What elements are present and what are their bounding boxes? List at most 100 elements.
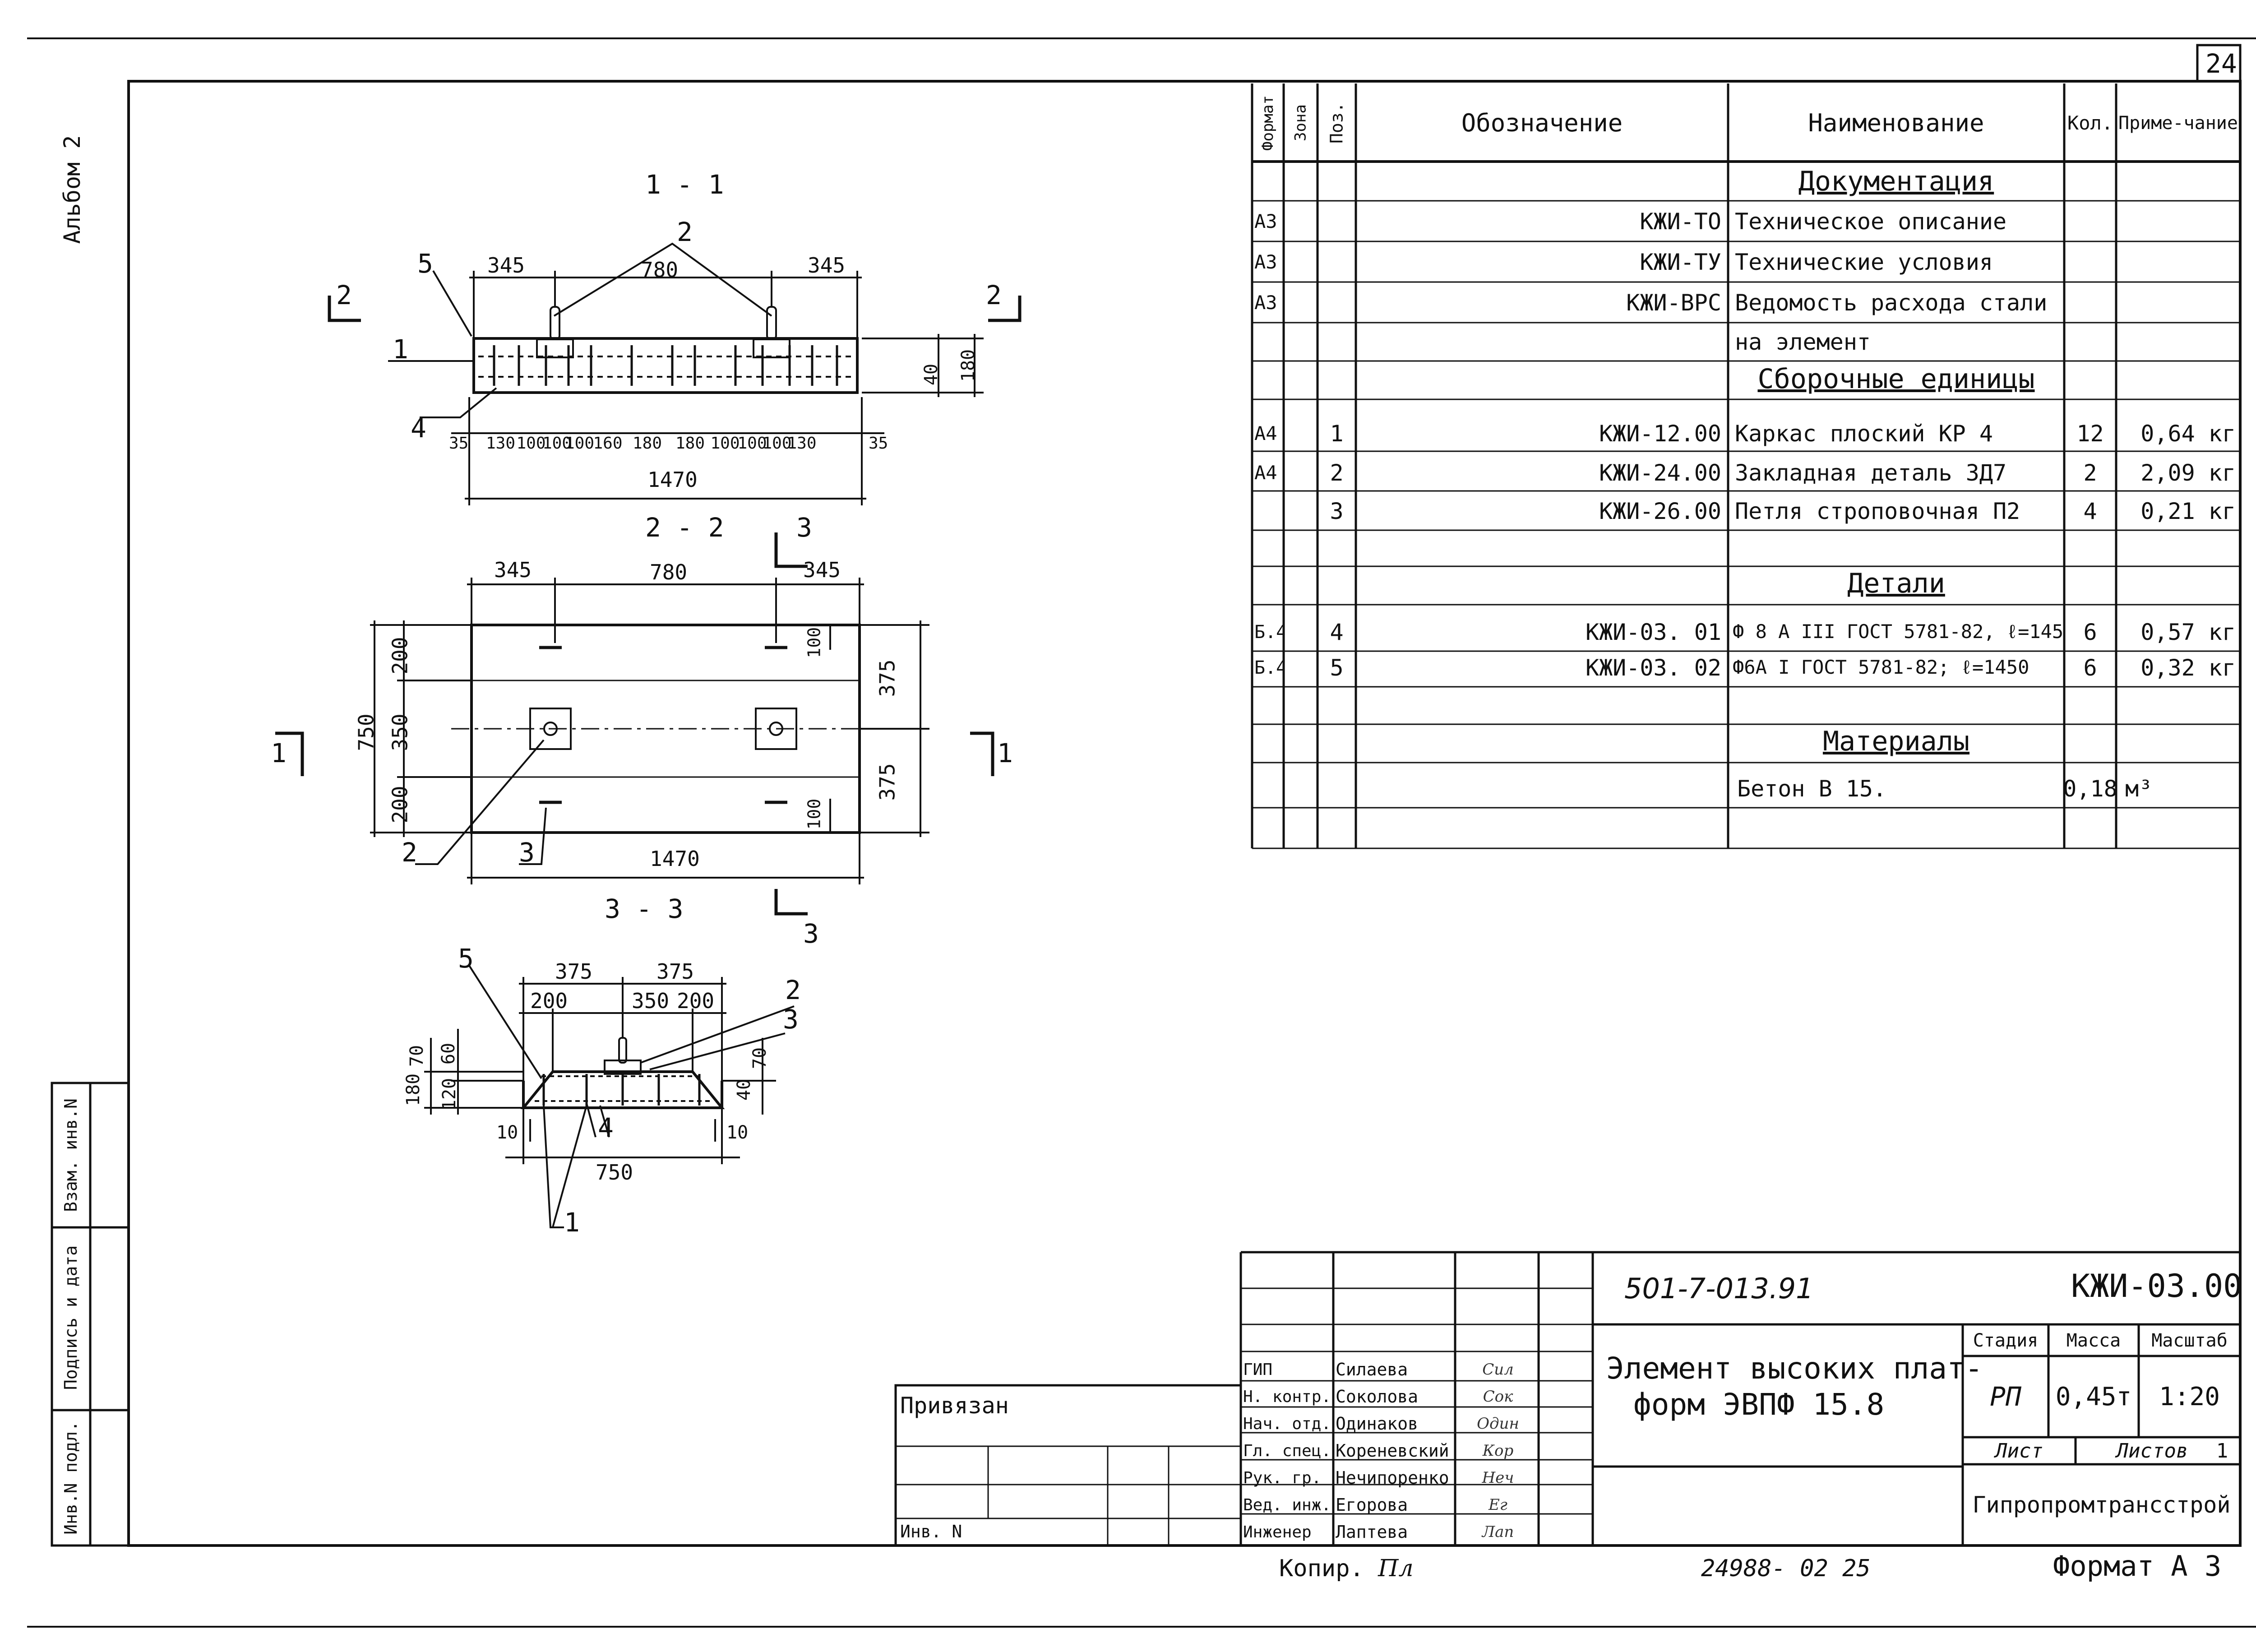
dim-bottom-segment: 100 [710,434,740,453]
dim-top-right: 345 [803,558,841,582]
copier-signature: Пл [1378,1555,1414,1582]
callout-1: 1 [564,1207,580,1238]
binding-label: Привязан [900,1393,1009,1419]
row-designation: КЖИ-03. 02 [1585,655,1721,681]
callout-2: 2 [677,217,693,247]
row-name: Каркас плоский КР 4 [1735,420,1993,447]
row-designation: КЖИ-12.00 [1599,420,1721,447]
row-designation: КЖИ-ТО [1640,208,1721,235]
dim-top-left: 345 [487,253,525,278]
cut-marker-left: 2 [336,280,352,310]
album-label: Альбом 2 [59,135,85,244]
callout-4: 4 [411,413,426,444]
callout-4: 4 [598,1112,614,1143]
header-format: Формат [1259,95,1277,151]
sheet-format: Формат А 3 [2053,1550,2222,1583]
row-name-continued: на элемент [1735,329,1871,355]
row-format: А4 [1254,462,1277,484]
sheet-label: Лист [1995,1439,2043,1462]
dim-bottom-segment: 180 [675,434,705,453]
row-designation: КЖИ-ТУ [1640,249,1721,275]
row-qty: 6 [2083,655,2097,681]
callout-1: 1 [393,334,408,365]
dim-bottom-segment: 130 [486,434,516,453]
scale-value: 1:20 [2159,1382,2220,1411]
dim-bottom-segment: 100 [516,434,546,453]
dim-bottom-segment: 180 [633,434,662,453]
header-note: Приме-чание [2118,112,2238,134]
section-materials: Материалы [1822,725,1970,757]
dim-top-left: 345 [494,558,532,582]
row-name: Технические условия [1735,249,1993,275]
element-title-line1: Элемент высоких плат- [1606,1351,1983,1386]
signature: Сил [1482,1360,1514,1379]
row-designation: КЖИ-03. 01 [1585,619,1721,645]
cut-marker-top: 3 [796,512,812,543]
header-qty: Кол. [2067,112,2113,134]
row-name: Ф6А I ГОСТ 5781-82; ℓ=1450 [1733,656,2029,678]
role: Гл. спец. [1243,1441,1331,1460]
dim-top2-350: 350 [632,989,670,1013]
person-name: Силаева [1336,1360,1408,1379]
row-format: А4 [1254,422,1277,444]
row-pos: 1 [1330,420,1344,447]
row-format: Б.4 [1254,621,1284,643]
callout-5: 5 [458,943,474,974]
view-title: 2 - 2 [645,512,724,543]
sheets-label: Листов [2116,1439,2188,1462]
dim-bottom-segment: 35 [449,434,469,453]
row-format: Б.4 [1254,657,1284,678]
row-qty: 0,18 [2064,775,2116,802]
role: Нач. отд. [1243,1414,1331,1433]
sheet-number: 24 [2205,48,2237,79]
row-pos: 3 [1330,498,1344,524]
dim-bottom-segment: 100 [542,434,572,453]
dim-bottom-segment: 160 [593,434,623,453]
cut-marker-side-right: 1 [997,738,1013,768]
dim-right-180: 180 [958,349,979,382]
person-name: Соколова [1336,1387,1419,1407]
dim-top2-200-left: 200 [530,989,568,1013]
row-name: Ведомость расхода стали [1735,289,2048,316]
role: ГИП [1243,1360,1273,1379]
signature: Кор [1482,1442,1514,1460]
archive-number: 24988- 02 25 [1701,1555,1871,1582]
dim-total: 1470 [650,847,700,871]
cut-marker-right: 2 [986,280,1002,310]
signature: Один [1477,1415,1519,1433]
row-note: м³ [2125,775,2153,802]
dim-left-120: 120 [439,1078,460,1111]
callout-3: 3 [519,837,535,868]
person-name: Лаптева [1336,1522,1408,1542]
row-name: Закладная деталь ЗД7 [1735,459,2007,486]
dim-left-180: 180 [403,1073,424,1106]
dim-left-60: 60 [438,1042,459,1065]
dim-left-350: 350 [388,713,412,751]
element-title-line2: форм ЭВПФ 15.8 [1633,1387,1885,1422]
dim-small-top: 100 [804,627,824,658]
role: Рук. гр. [1243,1468,1322,1487]
person-name: Егорова [1336,1495,1408,1515]
section-assembly: Сборочные единицы [1757,363,2035,395]
dim-left-70: 70 [407,1045,428,1067]
row-format: А3 [1254,210,1277,232]
dim-top-375-left: 375 [555,959,593,984]
dim-left-total: 750 [354,713,379,751]
stage-label: Стадия [1973,1330,2039,1351]
role: Инженер [1243,1522,1312,1541]
callout-5: 5 [417,248,433,279]
dim-top-right: 345 [808,253,846,278]
sidebar-sign-date: Подпись и дата [61,1245,81,1390]
dim-right-40: 40 [734,1078,755,1101]
header-zone: Зона [1291,104,1310,142]
row-format: А3 [1254,251,1277,273]
dim-bottom-10-right: 10 [726,1122,749,1143]
dim-bottom-segment: 100 [737,434,767,453]
dim-small-bottom: 100 [804,798,824,830]
signature: Сок [1483,1388,1513,1406]
dim-left-200-top: 200 [388,637,412,675]
cut-marker-bottom: 3 [803,918,819,949]
section-details: Детали [1847,567,1945,599]
section-documentation: Документация [1798,166,1994,197]
